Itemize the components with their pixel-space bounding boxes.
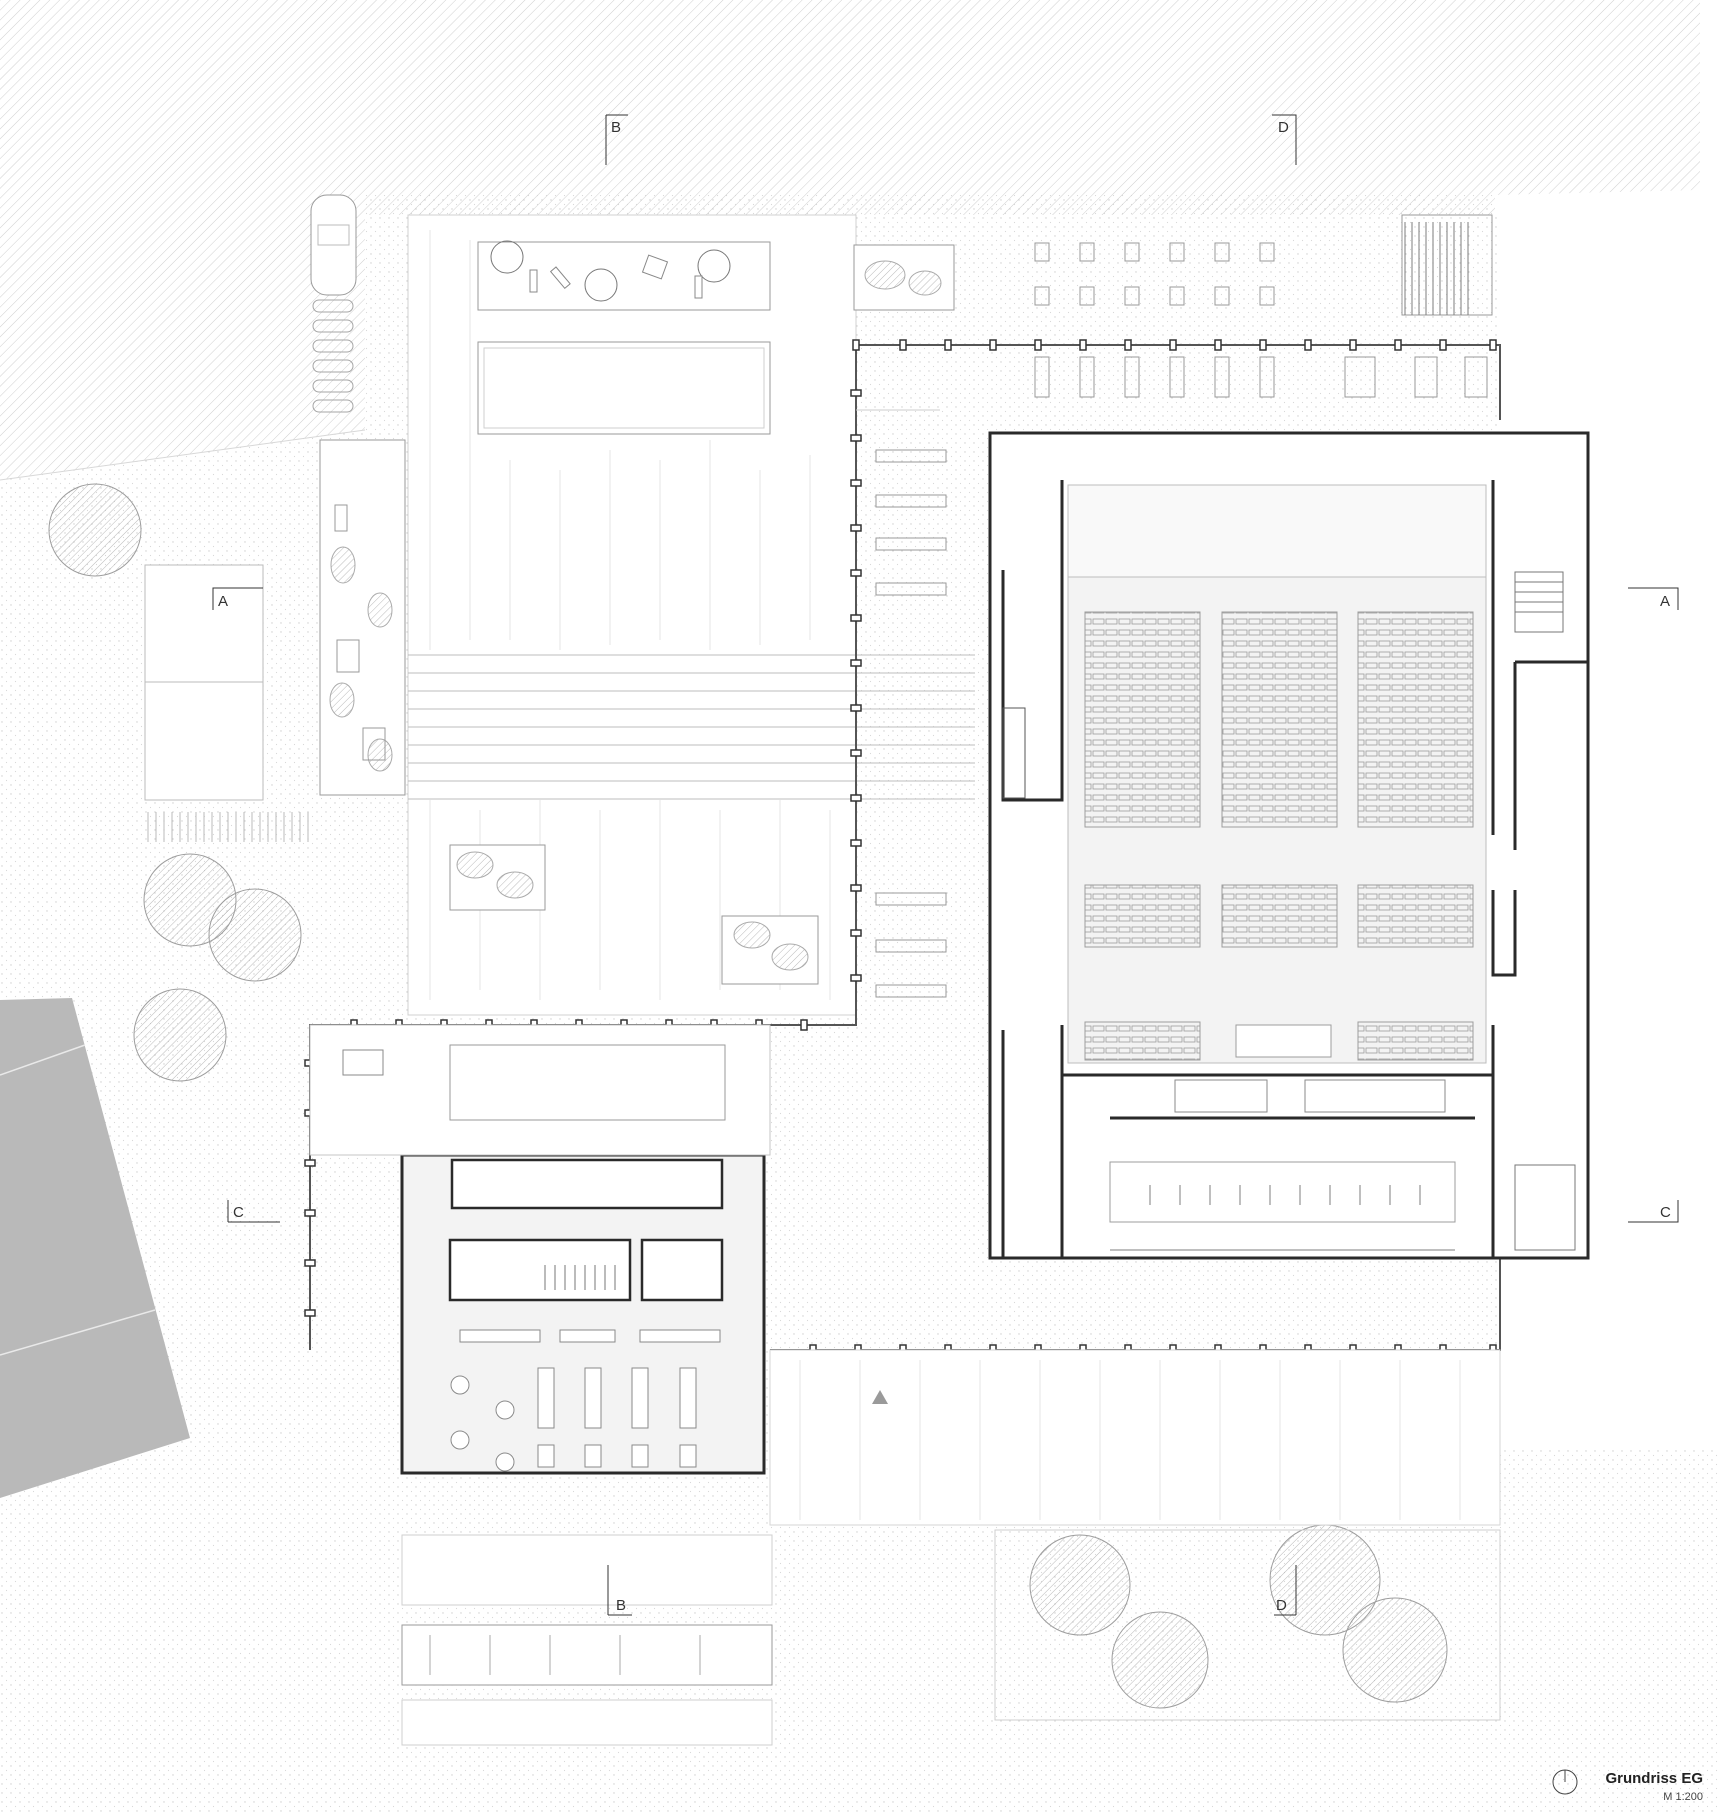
entrance-arrow-icon: [872, 1390, 888, 1404]
parked-car: [310, 194, 357, 296]
tree-icon: [1342, 1597, 1448, 1703]
section-markers: [212, 114, 1679, 1616]
section-c-left-label: C: [233, 1204, 244, 1221]
tree-icon: [1029, 1534, 1131, 1636]
main-hall: [988, 431, 1590, 1260]
tree-icon: [133, 988, 227, 1082]
umbrella-icon: [490, 240, 524, 274]
section-d-top-label: D: [1278, 119, 1289, 136]
annex-building: [309, 1024, 771, 1475]
section-c-right-label: C: [1660, 1204, 1671, 1221]
sports-court: [144, 564, 309, 842]
garden-strip: [319, 439, 406, 796]
section-b-bottom-label: B: [616, 1597, 626, 1614]
north-arrow-icon: [1552, 1769, 1578, 1795]
courtyard-deck: [407, 214, 975, 1016]
seating-block: [1221, 884, 1338, 948]
trees: [48, 483, 1448, 1709]
tree-icon: [208, 888, 302, 982]
plan-title: Grundriss EG: [1605, 1770, 1703, 1787]
seating-block: [1084, 1021, 1201, 1061]
seating-block: [1357, 611, 1474, 828]
forecourt: [401, 1349, 1501, 1746]
plan-scale: M 1:200: [1663, 1791, 1703, 1803]
seating-block: [1084, 611, 1201, 828]
umbrella-icon: [697, 249, 731, 283]
bike-racks-top: [312, 299, 354, 413]
section-b-top-label: B: [611, 119, 621, 136]
stair: [1514, 571, 1576, 1251]
seating-block: [1084, 884, 1201, 948]
cafe-tables: [875, 356, 1488, 998]
umbrella-icon: [584, 268, 618, 302]
section-d-bottom-label: D: [1276, 1597, 1287, 1614]
section-a-right-label: A: [1660, 593, 1670, 610]
outdoor-stair: [1404, 222, 1469, 315]
seating-block: [1221, 611, 1338, 828]
seating-block: [1357, 1021, 1474, 1061]
tree-icon: [1111, 1611, 1209, 1709]
seating-block: [1357, 884, 1474, 948]
pool: [477, 341, 771, 435]
tree-icon: [48, 483, 142, 577]
neighbor-building: [0, 998, 190, 1498]
section-a-left-label: A: [218, 593, 228, 610]
